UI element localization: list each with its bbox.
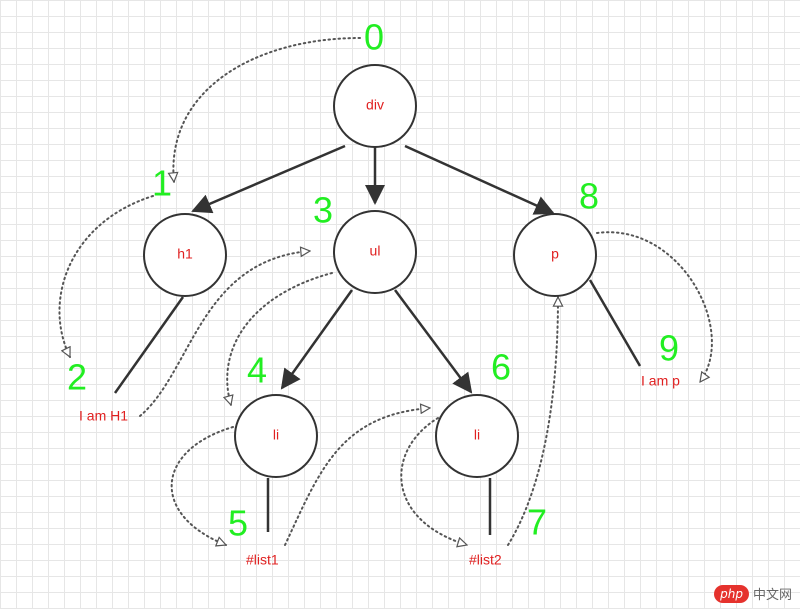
order-number-7: 7 [527,502,547,543]
order-number-1: 1 [152,163,172,204]
node-li2: li [435,394,519,478]
order-number-3: 3 [313,190,333,231]
order-number-4: 4 [247,350,267,391]
node-p: p [513,213,597,297]
node-li2-label: li [474,427,480,443]
edge-div-p [404,144,555,215]
order-number-0: 0 [364,17,384,58]
traversal-7-to-8 [507,296,558,546]
traversal-3-to-4 [227,272,333,405]
traversal-0-to-1 [173,37,361,182]
node-p-circle [513,213,597,297]
traversal-1-to-2 [58,195,154,357]
order-number-9: 9 [659,328,679,369]
node-ul: ul [333,210,417,294]
node-li1-label: li [273,427,279,443]
order-number-2: 2 [67,357,87,398]
node-p-label: p [551,246,559,262]
edge-div-h1 [191,144,346,214]
leaf-line-p [588,279,642,367]
node-ul-circle [333,210,417,294]
node-div-label: div [366,97,384,113]
node-h1: h1 [143,213,227,297]
traversal-path [58,37,713,546]
node-li2-circle [435,394,519,478]
traversal-5-to-6 [284,408,430,546]
text-leaf-list1: #list1 [246,552,279,568]
text-leaf-p: I am p [641,373,680,389]
node-div: div [333,64,417,148]
tree-edges [191,144,555,394]
node-li1-circle [234,394,318,478]
node-div-circle [333,64,417,148]
node-h1-circle [143,213,227,297]
text-leaf-list2: #list2 [469,552,502,568]
traversal-8-to-9 [596,231,713,382]
php-logo: php [714,584,749,603]
order-number-8: 8 [579,176,599,217]
leaf-line-h1 [113,296,185,394]
text-leaf-h1: I am H1 [79,408,128,424]
watermark-site-text: 中文网 [752,588,792,603]
traversal-6-to-7 [400,417,467,545]
node-ul-label: ul [370,243,381,259]
order-number-5: 5 [228,503,248,544]
edge-ul-li1 [280,289,354,390]
site-watermark: php 中文网 [714,584,792,603]
edge-ul-li2 [393,289,473,394]
traversal-4-to-5 [170,426,234,545]
node-li1: li [234,394,318,478]
traversal-2-to-3 [139,251,310,417]
node-h1-label: h1 [177,246,193,262]
leaf-lines [113,279,642,535]
order-number-6: 6 [491,347,511,388]
